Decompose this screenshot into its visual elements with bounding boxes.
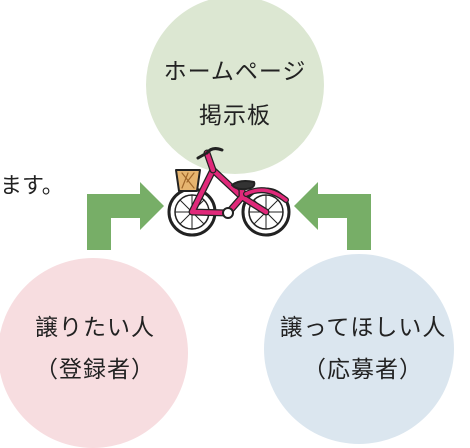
right-circle-subtitle: （応募者） <box>303 357 423 383</box>
right-circle-title: 譲ってほしい人 <box>279 315 447 341</box>
arrow-up-left-icon <box>294 182 371 250</box>
truncated-text: ます。 <box>0 174 64 199</box>
right-circle <box>264 254 454 444</box>
diagram-graphics <box>87 147 371 250</box>
top-circle-subtitle: 掲示板 <box>199 103 271 129</box>
bicycle-icon <box>167 147 291 237</box>
top-circle-title: ホームページ <box>163 59 307 85</box>
left-circle-title: 譲りたい人 <box>35 315 155 341</box>
left-circle-subtitle: （登録者） <box>35 357 155 383</box>
top-circle <box>146 0 324 174</box>
arrow-up-right-icon <box>87 182 164 250</box>
